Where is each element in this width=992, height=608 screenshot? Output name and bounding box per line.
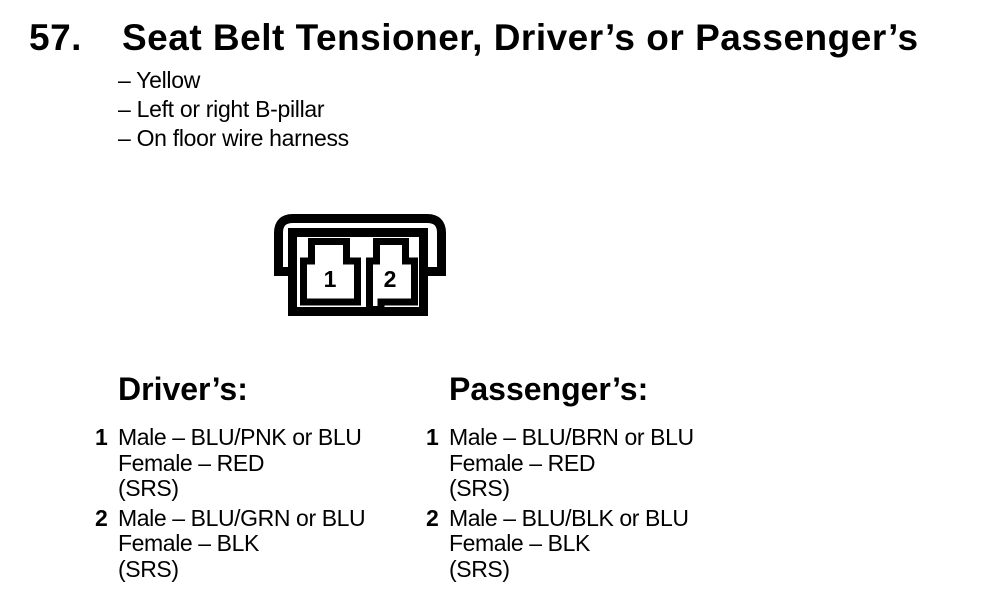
pin-1-cavity bbox=[300, 238, 361, 306]
pin-wire-lines: Male – BLU/GRN or BLU Female – BLK (SRS) bbox=[118, 504, 366, 583]
passengers-heading: Passenger’s: bbox=[449, 371, 649, 407]
pin-item: 1 Male – BLU/PNK or BLU Female – RED (SR… bbox=[95, 424, 365, 502]
pin-wire-lines: Male – BLU/BLK or BLU Female – BLK (SRS) bbox=[449, 504, 689, 583]
notes-list: – Yellow – Left or right B-pillar – On f… bbox=[118, 66, 349, 153]
pin-2-label: 2 bbox=[384, 266, 397, 292]
wire-line: Female – RED bbox=[449, 449, 596, 476]
wire-line: (SRS) bbox=[449, 475, 510, 501]
wire-line: Female – RED bbox=[118, 449, 265, 476]
pin-number: 2 bbox=[95, 504, 108, 531]
drivers-pin-list: 1 Male – BLU/PNK or BLU Female – RED (SR… bbox=[95, 424, 366, 583]
note-item: – Left or right B-pillar bbox=[118, 96, 325, 122]
drivers-heading: Driver’s: bbox=[118, 371, 248, 407]
passengers-column: Passenger’s: 1 Male – BLU/BRN or BLU Fem… bbox=[426, 373, 694, 586]
section-heading: 57. Seat Belt Tensioner, Driver’s or Pass… bbox=[29, 19, 919, 56]
pin-1-label: 1 bbox=[324, 266, 337, 292]
wire-line: Female – BLK bbox=[449, 530, 590, 556]
drivers-column: Driver’s: 1 Male – BLU/PNK or BLU Female… bbox=[95, 371, 366, 586]
pin-item: 2 Male – BLU/GRN or BLU Female – BLK (SR… bbox=[95, 504, 366, 583]
pin-number: 1 bbox=[95, 424, 108, 450]
note-item: – On floor wire harness bbox=[118, 125, 349, 151]
pin-wire-lines: Male – BLU/PNK or BLU Female – RED (SRS) bbox=[118, 424, 362, 502]
note-item: – Yellow bbox=[118, 67, 201, 93]
wire-line: (SRS) bbox=[118, 555, 179, 582]
pin-2-cavity bbox=[366, 238, 418, 313]
wire-line: Male – BLU/BRN or BLU bbox=[449, 424, 694, 450]
wire-line: Female – BLK bbox=[118, 530, 259, 556]
pin-wire-lines: Male – BLU/BRN or BLU Female – RED (SRS) bbox=[449, 424, 694, 502]
wire-line: (SRS) bbox=[118, 475, 179, 501]
section-number: 57. bbox=[29, 17, 82, 58]
wire-line: Male – BLU/BLK or BLU bbox=[449, 504, 689, 531]
wire-line: Male – BLU/GRN or BLU bbox=[118, 504, 366, 531]
connector-diagram: 1 2 bbox=[274, 214, 446, 316]
pin-item: 2 Male – BLU/BLK or BLU Female – BLK (SR… bbox=[426, 504, 694, 583]
pin-number: 1 bbox=[426, 424, 439, 450]
pin-item: 1 Male – BLU/BRN or BLU Female – RED (SR… bbox=[426, 424, 694, 502]
wire-line: (SRS) bbox=[449, 555, 510, 582]
pin-number: 2 bbox=[426, 504, 439, 531]
section-title: Seat Belt Tensioner, Driver’s or Passeng… bbox=[122, 17, 919, 58]
passengers-pin-list: 1 Male – BLU/BRN or BLU Female – RED (SR… bbox=[426, 424, 694, 583]
wire-line: Male – BLU/PNK or BLU bbox=[118, 424, 362, 450]
